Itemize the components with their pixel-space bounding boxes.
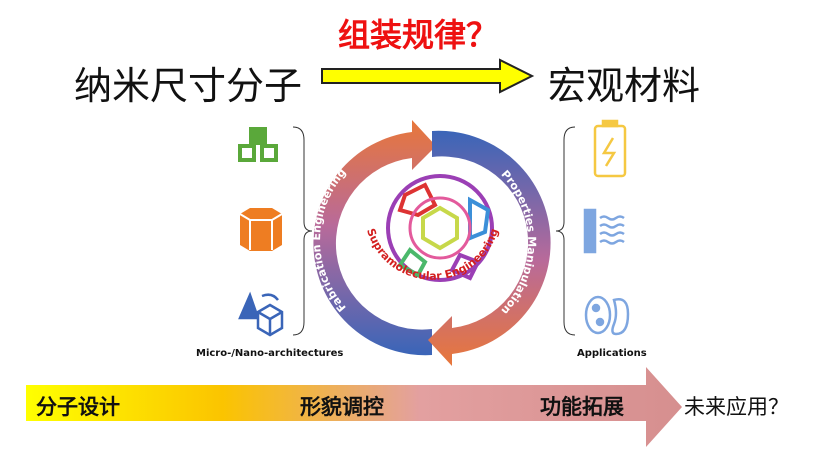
hexagonal-prism-icon — [239, 208, 283, 251]
question-title: 组装规律？ — [338, 16, 499, 54]
progress-arrow — [26, 367, 682, 447]
battery-icon — [593, 119, 627, 178]
applications-label: Applications — [577, 348, 647, 359]
cell-icon — [584, 295, 630, 336]
shape-transform-icon — [238, 291, 284, 337]
nano-molecules-label: 纳米尺寸分子 — [74, 64, 303, 108]
heat-exchange-icon — [583, 208, 625, 254]
cubes-icon — [238, 127, 278, 162]
macro-materials-label: 宏观材料 — [548, 64, 701, 108]
right-brace — [555, 126, 576, 336]
left-brace — [292, 126, 313, 336]
stage-morphology-control: 形貌调控 — [300, 395, 384, 419]
fullerene-molecule — [386, 174, 494, 282]
stage-function-expansion: 功能拓展 — [540, 395, 624, 419]
stage-molecular-design: 分子设计 — [36, 395, 120, 419]
architectures-label: Micro-/Nano-architectures — [196, 348, 344, 359]
top-arrow — [321, 58, 535, 94]
future-application: 未来应用？ — [684, 395, 789, 419]
